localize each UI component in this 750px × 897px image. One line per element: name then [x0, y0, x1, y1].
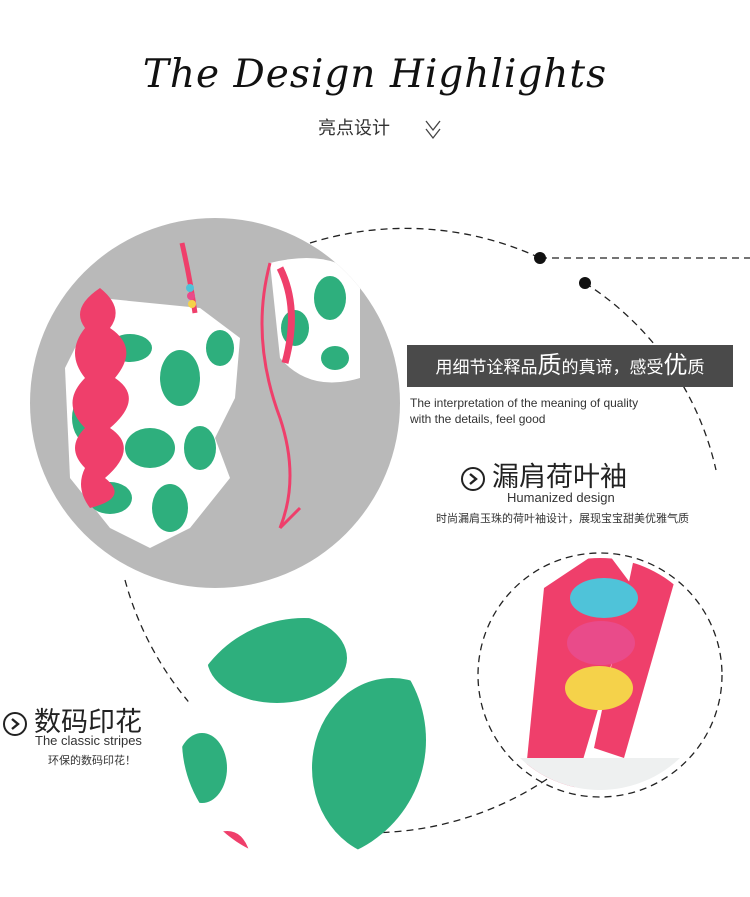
banner-en-line-1: The interpretation of the meaning of qua… — [410, 396, 639, 410]
banner-en-line-2: with the details, feel good — [410, 412, 546, 426]
banner-text-1: 用细节诠释品 — [435, 358, 538, 377]
banner-text-2: 的真谛，感受 — [561, 358, 664, 377]
feature-print-title: 数码印花 — [34, 707, 142, 737]
banner-text-big-1: 质 — [537, 352, 562, 379]
feature-shoulder-en: Humanized design — [507, 490, 615, 505]
feature-shoulder-desc: 时尚漏肩玉珠的荷叶袖设计，展现宝宝甜美优雅气质 — [436, 513, 689, 525]
product-image-circle — [30, 218, 400, 588]
play-circle-icon — [461, 466, 485, 491]
banner-text-big-2: 优 — [663, 352, 688, 379]
feature-shoulder-heading: 漏肩荷叶袖 — [460, 455, 627, 494]
feature-print-heading: 数码印花 — [2, 700, 142, 739]
bead-strap-illustration — [484, 558, 716, 790]
quality-banner: 用细节诠释品质的真谛，感受优质 — [407, 345, 733, 387]
bead-detail-circle — [484, 558, 716, 790]
swimsuit-illustration — [65, 242, 360, 548]
page-subtitle: 亮点设计 — [318, 118, 390, 138]
feature-shoulder-title: 漏肩荷叶袖 — [492, 462, 627, 492]
page-title: The Design Highlights — [142, 52, 608, 97]
feature-print-en: The classic stripes — [35, 733, 142, 748]
play-circle-icon — [3, 711, 27, 736]
print-pattern-illustration — [182, 618, 426, 862]
chevron-down-double-icon — [425, 120, 441, 140]
print-detail-circle — [182, 618, 426, 862]
banner-text-3: 质 — [687, 358, 705, 377]
feature-print-desc: 环保的数码印花！ — [48, 755, 136, 767]
